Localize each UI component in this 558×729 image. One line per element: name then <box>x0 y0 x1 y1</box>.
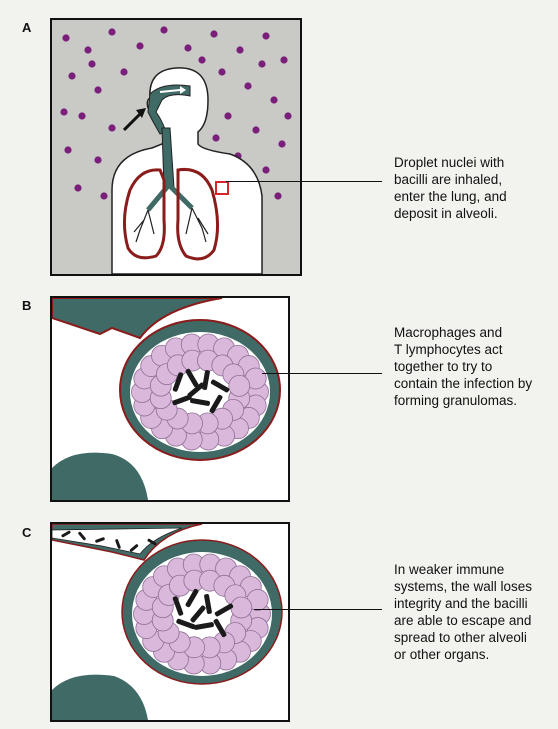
droplet-nucleus <box>278 140 285 147</box>
droplet-nucleus <box>262 166 269 173</box>
panel-c-leader-line <box>254 609 382 610</box>
panel-c-caption: In weaker immune systems, the wall loses… <box>394 561 532 663</box>
droplet-nucleus <box>94 156 101 163</box>
droplet-nucleus <box>270 96 277 103</box>
droplet-nucleus <box>244 82 251 89</box>
droplet-nucleus <box>274 192 281 199</box>
droplet-nucleus <box>136 42 143 49</box>
adjacent-alveolus <box>52 675 148 720</box>
droplet-nucleus <box>88 60 95 67</box>
panel-c-letter: C <box>22 525 31 540</box>
macrophage-cell <box>231 597 252 618</box>
droplet-nucleus <box>74 184 81 191</box>
droplet-nucleus <box>100 192 107 199</box>
panel-a-leader-line <box>226 181 382 182</box>
droplet-nucleus <box>84 46 91 53</box>
droplet-nucleus <box>262 32 269 39</box>
droplet-nucleus <box>94 86 101 93</box>
panel-a-illustration <box>50 18 302 276</box>
droplet-nucleus <box>108 28 115 35</box>
droplet-nucleus <box>252 126 259 133</box>
droplet-nucleus <box>64 146 71 153</box>
droplet-nucleus <box>78 112 85 119</box>
macrophage-cell <box>229 375 250 396</box>
panel-a-letter: A <box>22 20 31 35</box>
droplet-nucleus <box>198 56 205 63</box>
droplet-nucleus <box>120 68 127 75</box>
droplet-nucleus <box>224 112 231 119</box>
droplet-nucleus <box>284 112 291 119</box>
escape-diagram <box>52 524 288 720</box>
panel-a-caption: Droplet nuclei with bacilli are inhaled,… <box>394 154 507 222</box>
adjacent-alveolus <box>52 453 148 500</box>
panel-c-illustration <box>50 522 290 722</box>
droplet-nucleus <box>236 46 243 53</box>
droplet-nucleus <box>212 134 219 141</box>
droplet-nucleus <box>108 124 115 131</box>
droplet-nucleus <box>62 34 69 41</box>
panel-b-illustration <box>50 296 290 502</box>
granuloma-diagram <box>52 298 288 500</box>
droplet-nucleus <box>210 30 217 37</box>
droplet-nucleus <box>280 56 287 63</box>
panel-b-leader-line <box>262 373 382 374</box>
droplet-nucleus <box>60 108 67 115</box>
panel-b-caption: Macrophages and T lymphocytes act togeth… <box>394 324 532 409</box>
droplet-nucleus <box>258 60 265 67</box>
droplet-nucleus <box>68 72 75 79</box>
inhalation-diagram <box>52 20 300 274</box>
panel-b-letter: B <box>22 298 31 313</box>
droplet-nucleus <box>184 44 191 51</box>
inhalation-arrow <box>124 114 140 130</box>
droplet-nucleus <box>218 68 225 75</box>
droplet-nucleus <box>160 26 167 33</box>
